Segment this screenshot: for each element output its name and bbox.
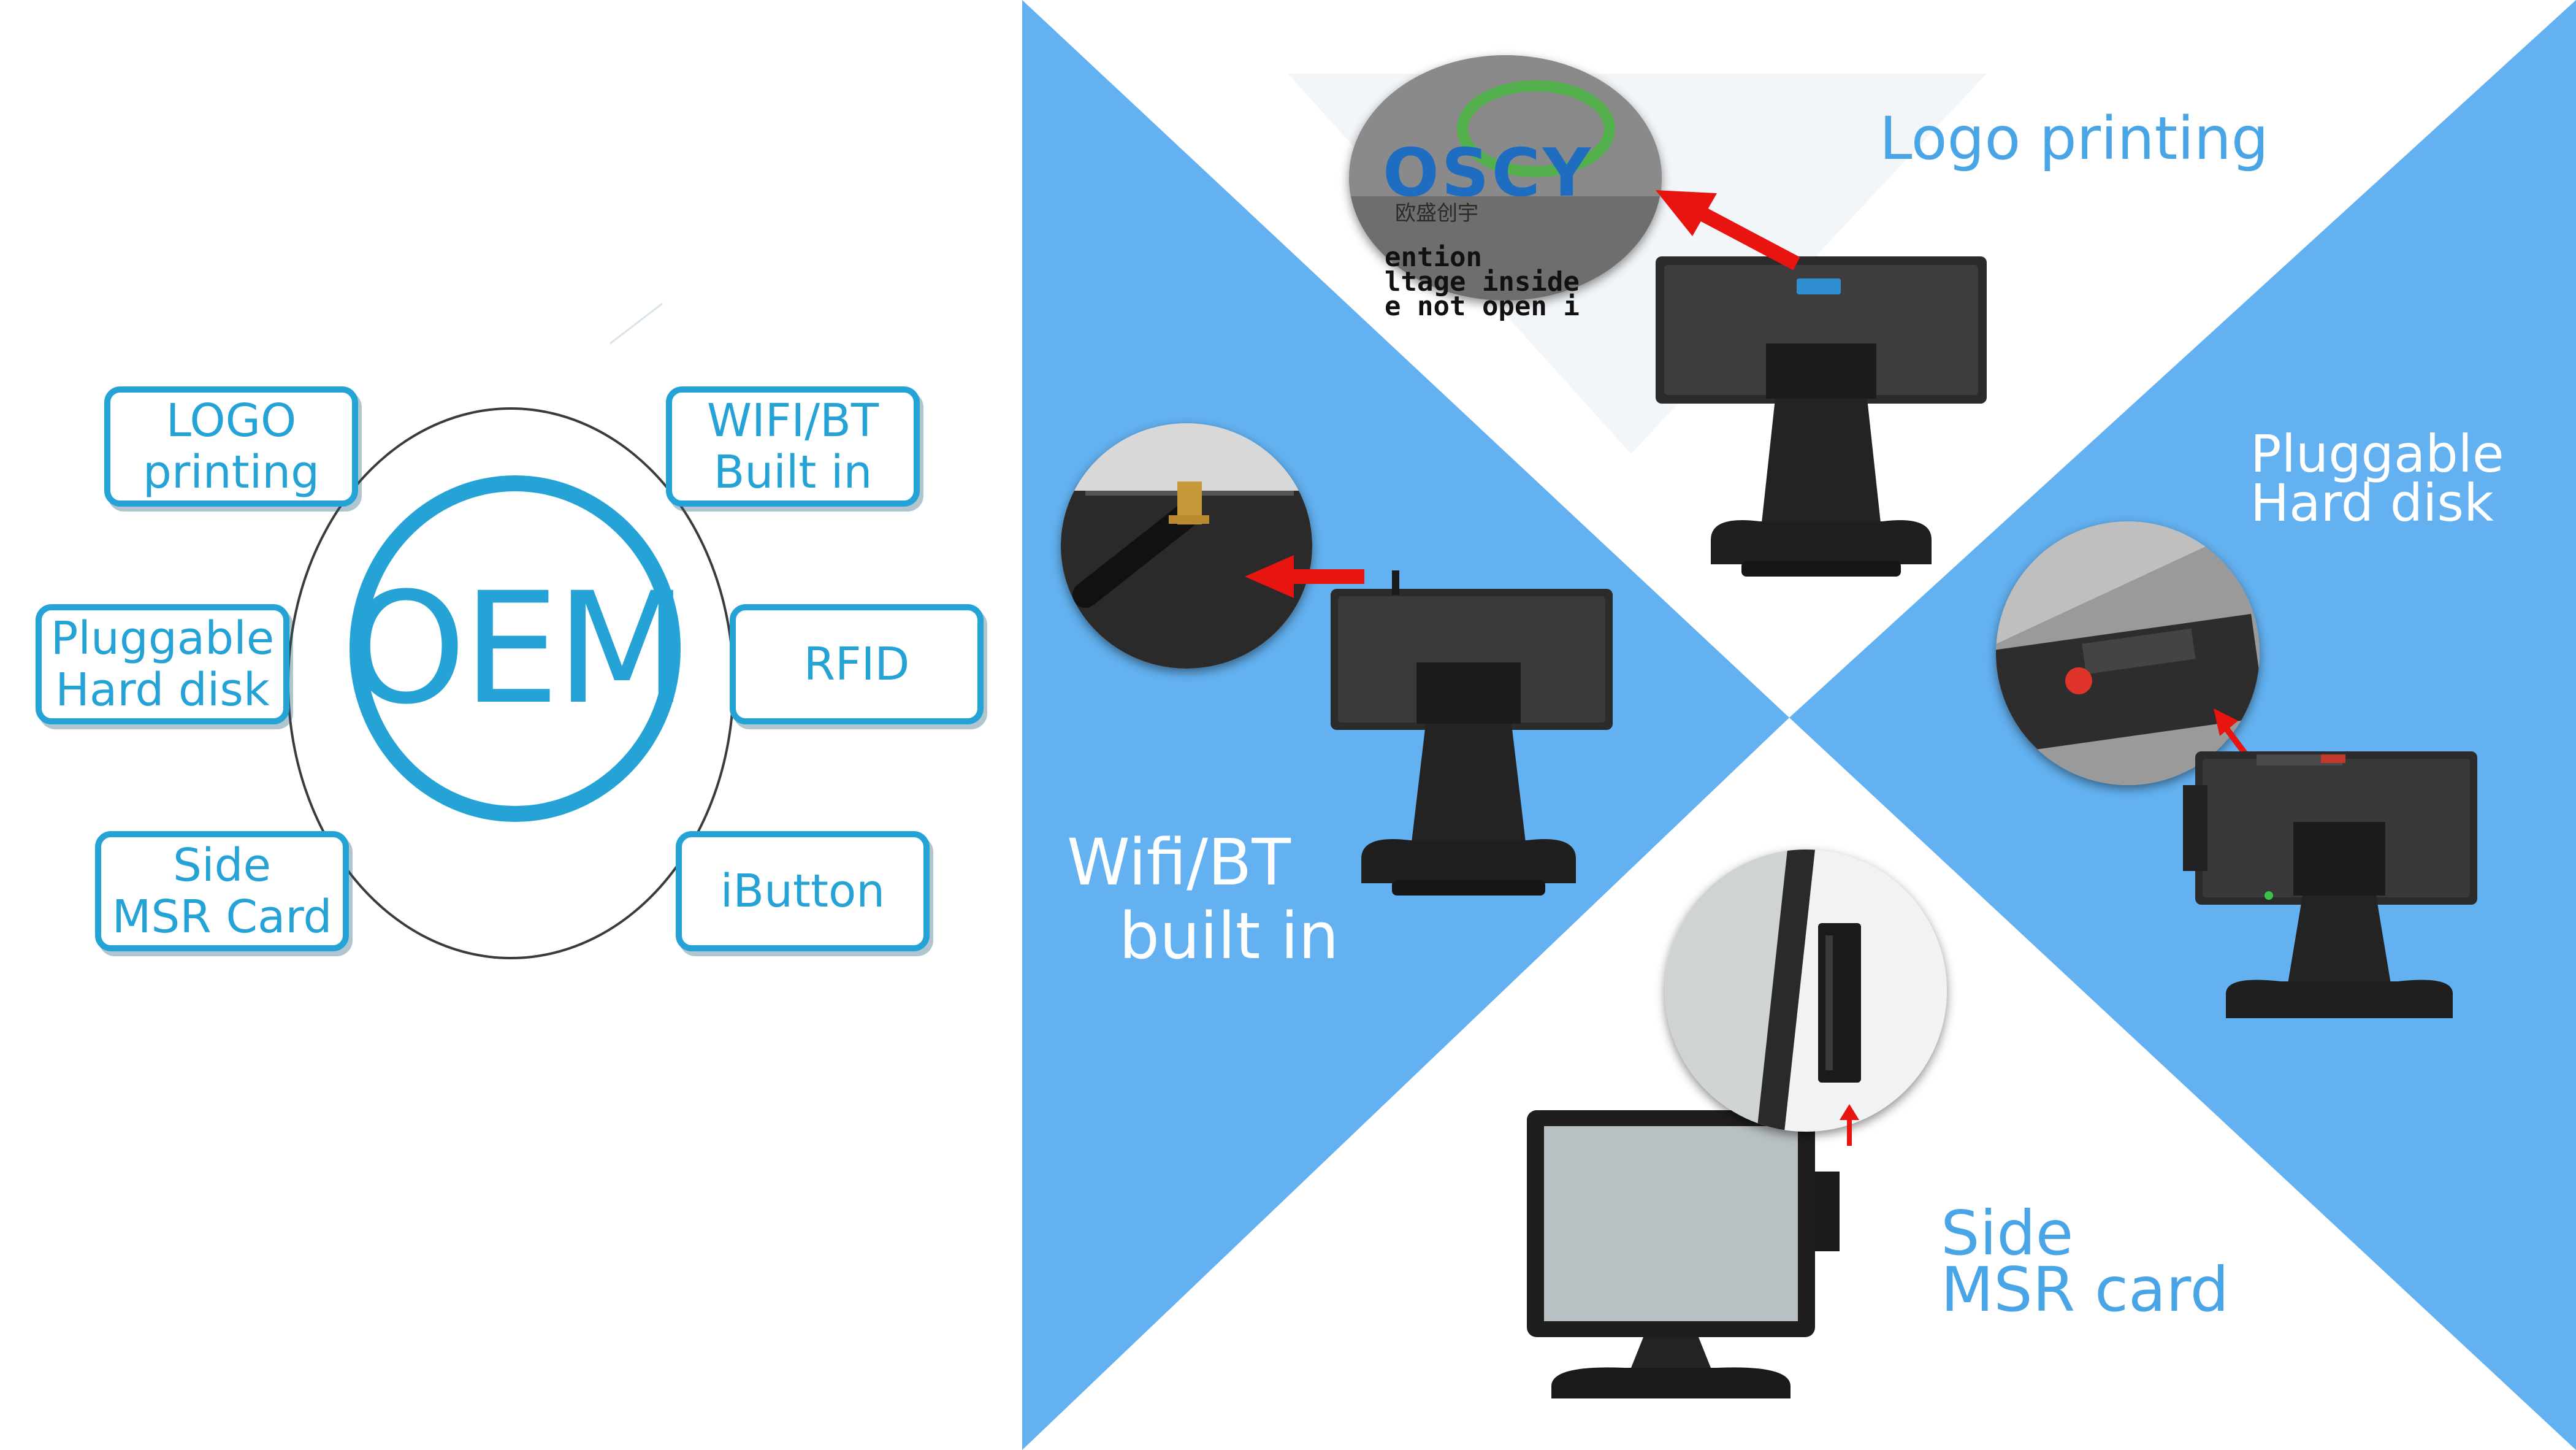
- label-hdd: Pluggable Hard disk: [2250, 424, 2504, 533]
- label-wifi-line2: built in: [1119, 899, 1339, 973]
- red-arrow-wifi: [1245, 555, 1364, 598]
- feature-hdd-line2: Hard disk: [55, 664, 270, 716]
- feature-box-ibutton: iButton: [676, 831, 930, 951]
- zoom-caution-line2: ltage inside: [1385, 266, 1580, 297]
- label-wifi-line1: Wifi/BT: [1067, 825, 1291, 900]
- label-msr-line2: MSR card: [1941, 1254, 2230, 1325]
- red-arrow-msr: [1840, 1104, 1859, 1146]
- feature-wifi-line1: WIFI/BT: [706, 394, 879, 447]
- feature-box-logo: LOGO printing: [104, 386, 358, 507]
- feature-box-msr: Side MSR Card: [95, 831, 349, 951]
- oem-center-label: OEM: [345, 559, 688, 738]
- feature-box-hdd: Pluggable Hard disk: [36, 604, 289, 724]
- red-arrow-logo: [1656, 190, 1800, 270]
- zoom-caution-line3: e not open i: [1385, 291, 1580, 322]
- label-hdd-line2: Hard disk: [2250, 473, 2494, 533]
- zoom-circle-hdd: [1996, 521, 2260, 785]
- monitor-back-wifi: [1331, 570, 1613, 896]
- monitor-back-logo: [1656, 256, 1987, 577]
- monitor-back-hdd: [2183, 751, 2477, 1018]
- monitor-front-msr: [1527, 1110, 1840, 1398]
- zoom-caution-line1: ention: [1385, 242, 1482, 273]
- zoom-circle-logo: [1349, 55, 1662, 301]
- zoom-logo-cn: 欧盛创宇: [1395, 201, 1478, 226]
- feature-msr-line1: Side: [172, 839, 272, 892]
- feature-rfid-line1: RFID: [803, 638, 910, 691]
- feature-msr-line2: MSR Card: [112, 891, 332, 943]
- feature-ibutton-line1: iButton: [720, 865, 885, 918]
- feature-wifi-line2: Built in: [713, 446, 873, 499]
- label-msr-line1: Side: [1941, 1197, 2074, 1269]
- feature-logo-line1: LOGO: [166, 394, 297, 447]
- feature-logo-line2: printing: [142, 446, 320, 499]
- zoom-caution-block: ention ltage inside e not open i: [1385, 242, 1580, 322]
- zoom-circle-antenna: [1061, 423, 1312, 669]
- zoom-circle-msr: [1665, 850, 1947, 1132]
- zoom-logo-text: OSCY: [1383, 135, 1594, 212]
- label-msr: Side MSR card: [1941, 1197, 2230, 1325]
- label-hdd-line1: Pluggable: [2250, 424, 2504, 484]
- feature-hdd-line1: Pluggable: [50, 612, 275, 665]
- feature-box-rfid: RFID: [730, 604, 984, 724]
- feature-box-wifi: WIFI/BT Built in: [666, 386, 920, 507]
- label-logo-printing: Logo printing: [1879, 104, 2269, 173]
